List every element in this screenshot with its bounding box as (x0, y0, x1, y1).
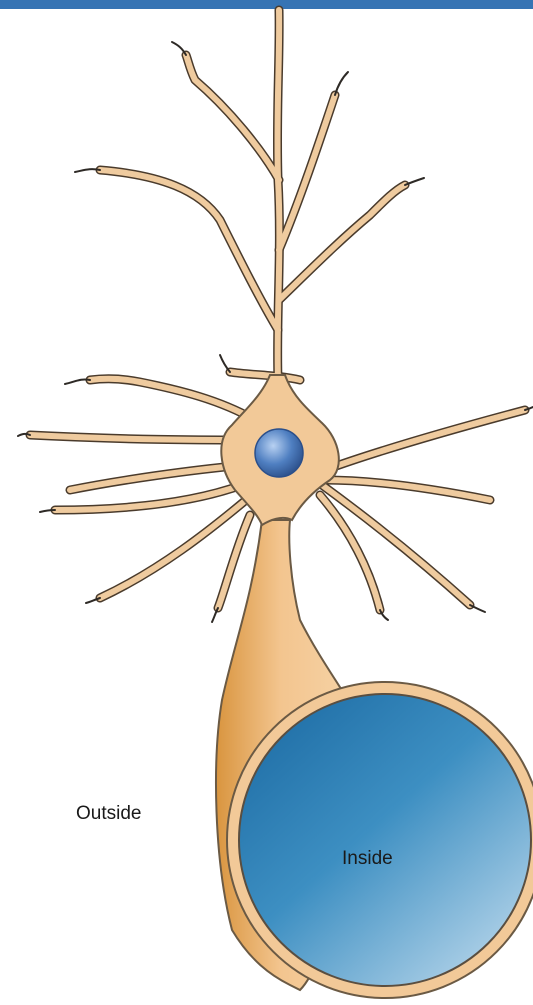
nucleus (255, 429, 303, 477)
label-inside: Inside (342, 848, 393, 870)
axon-cross-section-inside (239, 694, 531, 986)
label-outside: Outside (76, 803, 141, 825)
